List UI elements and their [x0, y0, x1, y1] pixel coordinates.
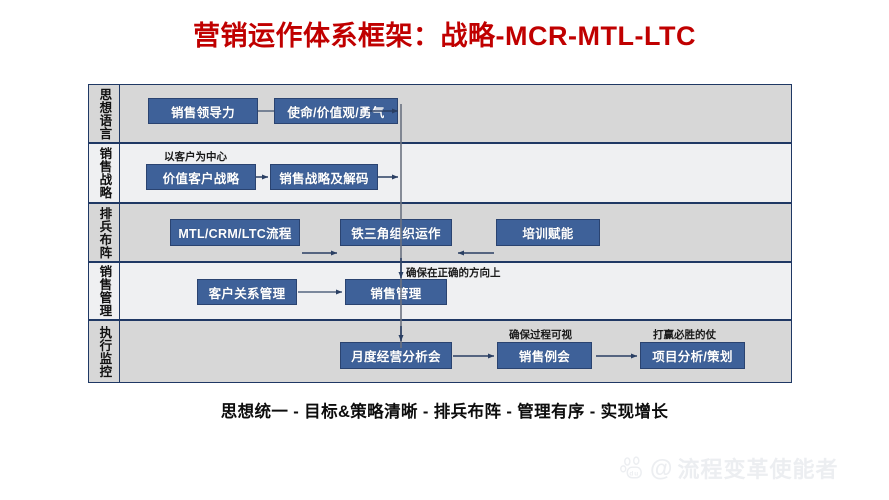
svg-text:du: du: [629, 470, 639, 477]
watermark-text: 流程变革使能者: [677, 457, 839, 482]
box-monthly-business-review[interactable]: 月度经营分析会: [340, 342, 452, 369]
caption-process-visible: 确保过程可视: [509, 329, 572, 341]
band-divider-5: [119, 321, 121, 382]
watermark-at: @: [650, 454, 674, 481]
box-sales-leadership[interactable]: 销售领导力: [148, 98, 258, 124]
box-mission-values-courage[interactable]: 使命/价值观/勇气: [274, 98, 398, 124]
box-sales-management[interactable]: 销售管理: [345, 279, 447, 305]
band-label-3: 排兵布阵: [97, 206, 112, 259]
band-label-5: 执行监控: [97, 325, 112, 378]
page-title: 营销运作体系框架：战略-MCR-MTL-LTC: [193, 21, 696, 51]
caption-right-direction: 确保在正确的方向上: [406, 267, 501, 279]
watermark: du @ 流程变革使能者: [620, 452, 838, 484]
band-label-1: 思想语言: [97, 87, 112, 140]
box-mtl-crm-ltc-process[interactable]: MTL/CRM/LTC流程: [170, 219, 300, 246]
band-divider-1: [119, 85, 121, 142]
box-project-analysis-planning[interactable]: 项目分析/策划: [640, 342, 745, 369]
box-iron-triangle-operation[interactable]: 铁三角组织运作: [340, 219, 452, 246]
band-divider-2: [119, 144, 121, 202]
framework-diagram: 思想语言 销售领导力 使命/价值观/勇气 销售战略 以客户为中心 价值客户战略 …: [88, 84, 792, 383]
strapline: 思想统一 - 目标&策略清晰 - 排兵布阵 - 管理有序 - 实现增长: [220, 403, 669, 421]
box-sales-routine-meeting[interactable]: 销售例会: [497, 342, 592, 369]
box-customer-relationship-mgmt[interactable]: 客户关系管理: [197, 279, 297, 305]
baidu-paw-icon: du: [620, 456, 642, 479]
band-label-2: 销售战略: [97, 147, 112, 199]
caption-customer-centric: 以客户为中心: [164, 151, 227, 163]
box-value-customer-strategy[interactable]: 价值客户战略: [146, 164, 256, 190]
box-training-enablement[interactable]: 培训赋能: [496, 219, 600, 246]
band-label-4: 销售管理: [97, 265, 112, 317]
band-divider-4: [119, 263, 121, 319]
box-sales-strategy-decoding[interactable]: 销售战略及解码: [270, 164, 378, 190]
band-divider-3: [119, 204, 121, 261]
caption-win-the-battle: 打赢必胜的仗: [653, 329, 716, 341]
